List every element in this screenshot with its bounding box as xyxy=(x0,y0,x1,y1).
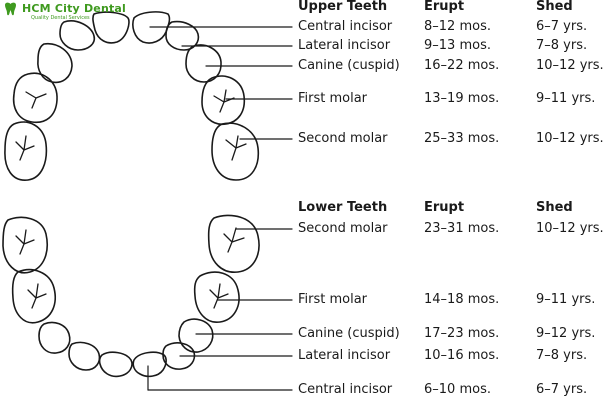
lower-row-shed: 7–8 yrs. xyxy=(536,348,588,363)
lower-teeth-title: Lower Teeth xyxy=(298,200,388,215)
upper-row-name: Canine (cuspid) xyxy=(298,58,400,73)
upper-row-shed: 10–12 yrs. xyxy=(536,131,604,146)
lower-left-lateral-incisor xyxy=(68,341,101,371)
upper-row-erupt: 13–19 mos. xyxy=(424,91,500,106)
lower-row-name: Lateral incisor xyxy=(298,348,391,363)
lower-left-first-molar xyxy=(11,268,56,324)
lower-arch xyxy=(2,214,260,378)
upper-arch xyxy=(4,11,260,181)
upper-left-canine xyxy=(37,42,73,84)
lower-row-name: First molar xyxy=(298,292,368,307)
leader-lines xyxy=(147,26,293,391)
upper-row-erupt: 8–12 mos. xyxy=(424,19,491,34)
lower-row-shed: 9–12 yrs. xyxy=(536,326,596,341)
lower-right-first-molar xyxy=(193,271,240,323)
lower-right-central-incisor xyxy=(132,351,167,378)
upper-row-name: Second molar xyxy=(298,131,388,146)
lower-right-canine xyxy=(178,318,214,353)
upper-row-erupt: 16–22 mos. xyxy=(424,58,500,73)
upper-left-first-molar xyxy=(12,72,58,124)
lower-row-name: Second molar xyxy=(298,221,388,236)
upper-right-second-molar xyxy=(211,122,260,181)
upper-shed-header: Shed xyxy=(536,0,573,14)
upper-row-name: First molar xyxy=(298,91,368,106)
upper-row-erupt: 9–13 mos. xyxy=(424,38,491,53)
tooth-logo-icon xyxy=(5,2,16,16)
lower-row-erupt: 14–18 mos. xyxy=(424,292,500,307)
lower-left-central-incisor xyxy=(98,351,133,378)
lower-row-erupt: 17–23 mos. xyxy=(424,326,500,341)
brand-logo: HCM City Dental Quality Dental Services xyxy=(4,2,126,24)
lower-erupt-header: Erupt xyxy=(424,200,465,215)
upper-row-shed: 6–7 yrs. xyxy=(536,19,588,34)
lower-row-shed: 9–11 yrs. xyxy=(536,292,596,307)
upper-row-shed: 10–12 yrs. xyxy=(536,58,604,73)
lower-right-lateral-incisor xyxy=(162,342,196,370)
lower-left-canine xyxy=(38,321,71,354)
upper-left-second-molar xyxy=(4,121,48,181)
upper-row-shed: 7–8 yrs. xyxy=(536,38,588,53)
lower-row-name: Canine (cuspid) xyxy=(298,326,400,341)
upper-erupt-header: Erupt xyxy=(424,0,465,14)
lower-left-second-molar xyxy=(2,216,48,274)
upper-left-lateral-incisor xyxy=(59,20,96,51)
lower-row-shed: 6–7 yrs. xyxy=(536,382,588,397)
lower-shed-header: Shed xyxy=(536,200,573,215)
upper-right-lateral-incisor xyxy=(165,20,200,51)
lower-right-second-molar xyxy=(207,214,260,273)
upper-right-first-molar xyxy=(201,75,246,126)
brand-tagline: Quality Dental Services xyxy=(31,15,90,21)
upper-row-name: Central incisor xyxy=(298,19,393,34)
lower-row-erupt: 23–31 mos. xyxy=(424,221,500,236)
upper-row-erupt: 25–33 mos. xyxy=(424,131,500,146)
upper-row-name: Lateral incisor xyxy=(298,38,391,53)
lower-row-erupt: 10–16 mos. xyxy=(424,348,500,363)
brand-name: HCM City Dental xyxy=(22,2,127,15)
lower-row-shed: 10–12 yrs. xyxy=(536,221,604,236)
upper-right-canine xyxy=(185,44,222,83)
upper-teeth-title: Upper Teeth xyxy=(298,0,388,14)
upper-left-central-incisor xyxy=(92,11,130,44)
lower-row-erupt: 6–10 mos. xyxy=(424,382,491,397)
upper-row-shed: 9–11 yrs. xyxy=(536,91,596,106)
lower-row-name: Central incisor xyxy=(298,382,393,397)
